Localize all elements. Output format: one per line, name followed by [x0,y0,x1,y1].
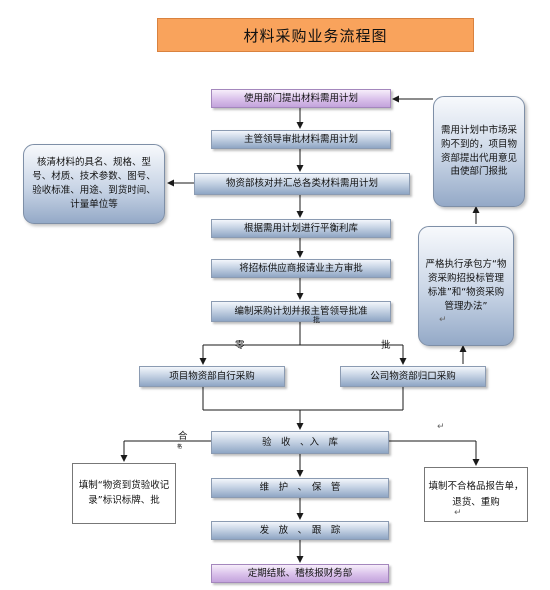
step-balance-inventory: 根据需用计划进行平衡利库 [211,219,391,238]
branch-label-pi: 批 [381,340,391,351]
step-settle-accounts: 定期结账、稽核报财务部 [211,564,389,583]
step-company-central-purchase: 公司物资部归口采购 [340,366,486,387]
step-verify-summarize-plans: 物资部核对并汇总各类材料需用计划 [194,173,410,195]
step-inspection-storage: 验 收 、入 库 [211,431,389,454]
note-bidding-standards: 严格执行承包方“物资采购招投标管理标准”和“物资采购管理办法” [418,226,514,346]
note-arrival-record: 填制“物资到货验收记录”标识标牌、批 [72,463,176,524]
step-leader-approve-plan: 主管领导审批材料需用计划 [211,130,391,149]
step-project-self-purchase: 项目物资部自行采购 [139,366,285,387]
note-material-spec: 核清材料的具名、规格、型号、材质、技术参数、图号、验收标准、用途、到货时间、计量… [23,144,165,224]
return-mark-icon: ↵ [454,508,462,518]
note-nonconforming-report: 填制不合格品报告单，退货、重购 [424,467,528,522]
note-substitute-approval: 需用计划中市场采购不到的，项目物资部提出代用意见由使部门报批 [433,96,525,207]
step-compile-purchase-plan: 编制采购计划并报主管领导批准 [211,301,391,322]
return-mark-icon: ↵ [439,315,447,325]
page-title: 材料采购业务流程图 [157,18,474,52]
branch-label-ge: 格 [177,444,183,450]
step-supplier-owner-approval: 将招标供应商报请业主方审批 [211,259,391,278]
branch-label-he: 合 [178,431,188,442]
branch-label-ling: 零 [235,340,245,351]
step-issue-track: 发 放 、 跟 踪 [211,521,389,540]
step-maintain-keep: 维 护 、 保 管 [211,478,389,498]
step-submit-demand-plan: 使用部门提出材料需用计划 [211,89,391,108]
small-pi-mark: 批 [313,316,320,324]
return-mark-icon: ↵ [437,422,445,432]
